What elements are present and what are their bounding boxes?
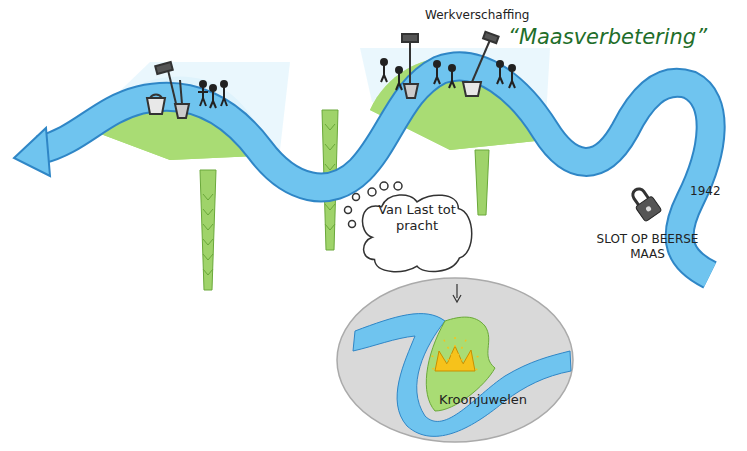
map-inset: Kroonjuwelen (335, 276, 575, 444)
map-inset-outline (335, 276, 575, 444)
heading-note: Werkverschaffing (425, 8, 529, 23)
lock-caption: SLOT OP BEERSE MAAS (590, 232, 705, 262)
project-title: “Maasverbetering” (508, 24, 707, 50)
node-text: Van Last tot pracht (377, 202, 457, 233)
year-label: 1942 (690, 184, 721, 199)
thought-cloud: Van Last tot pracht (358, 192, 476, 274)
node-text: Kroonjuwelen (439, 392, 527, 408)
